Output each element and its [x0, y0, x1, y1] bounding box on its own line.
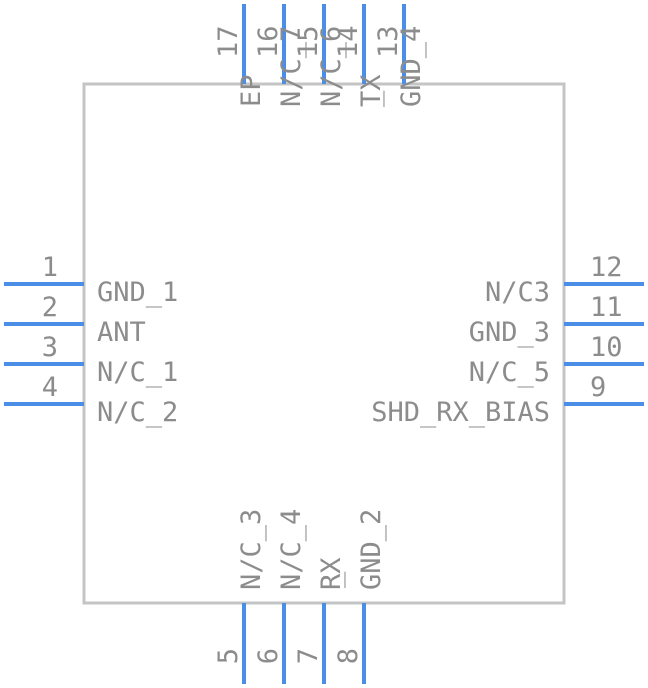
pin-7-number: 7 — [293, 648, 324, 664]
pin-14-name: TX — [356, 74, 387, 107]
pin-1-name: GND_1 — [97, 277, 178, 308]
pin-1-number: 1 — [42, 252, 58, 283]
pin-16-number: 16 — [253, 25, 284, 58]
pin-12-number: 12 — [590, 252, 623, 283]
pin-12-name: N/C3 — [485, 277, 550, 308]
pin-17-number: 17 — [213, 25, 244, 58]
pin-3-name: N/C_1 — [97, 357, 178, 388]
pin-8-name: GND_2 — [356, 509, 387, 590]
pin-8-number: 8 — [333, 648, 364, 664]
pin-10-number: 10 — [590, 332, 623, 363]
tx-overbar: _ — [354, 90, 385, 107]
pin-3: 3N/C_1 — [4, 332, 178, 388]
pin-5-name: N/C_3 — [236, 509, 267, 590]
pin-10: 10N/C_5 — [469, 332, 644, 388]
component-body — [82, 82, 566, 605]
pin-2-number: 2 — [42, 292, 58, 323]
pin-4: 4N/C_2 — [4, 372, 178, 428]
pin-4-number: 4 — [42, 372, 58, 403]
pin-4-name: N/C_2 — [97, 397, 178, 428]
pin-17-name: EP — [236, 74, 267, 107]
pin-9-number: 9 — [590, 372, 606, 403]
pin-5-number: 5 — [213, 648, 244, 664]
pin-7: 7 RX — [293, 557, 347, 684]
rx-overbar: _ — [315, 571, 346, 588]
pin-11-number: 11 — [590, 292, 623, 323]
pin-16: 16N/C_7 — [253, 4, 307, 107]
pin-7-name: RX — [316, 557, 347, 590]
pin-13-name: GND_4 — [396, 26, 427, 107]
pin-15-number: 15 — [293, 25, 324, 58]
pins-layer: 1GND_12ANT3N/C_14N/C_25N/C_36N/C_47RX8GN… — [4, 4, 644, 684]
pin-5: 5 N/C_3 — [213, 509, 267, 684]
pin-16-name: N/C_7 — [276, 26, 307, 107]
pin-6-number: 6 — [253, 648, 284, 664]
pin-9-name: SHD_RX_BIAS — [371, 397, 550, 428]
pin-14-number: 14 — [333, 25, 364, 58]
pin-2-name: ANT — [97, 317, 146, 348]
pin-12: 12N/C3 — [485, 252, 644, 308]
pin-11-name: GND_3 — [469, 317, 550, 348]
pin-6-name: N/C_4 — [276, 509, 307, 590]
pin-13-number: 13 — [373, 25, 404, 58]
pin-6: 6 N/C_4 — [253, 509, 307, 684]
pin-3-number: 3 — [42, 332, 58, 363]
pin-10-name: N/C_5 — [469, 357, 550, 388]
pin-8: 8 GND_2 — [333, 509, 387, 684]
pin-15: 15N/C_6 — [293, 4, 347, 107]
pin-15-name: N/C_6 — [316, 26, 347, 107]
